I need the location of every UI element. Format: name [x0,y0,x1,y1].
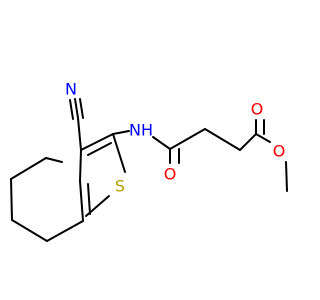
bond-amide-c-ch2a [169,128,206,150]
bond-cn-triple-2 [69,99,74,120]
molecule-structure: N NH S O O O [10,80,288,242]
amide-nh-label: NH [129,121,153,140]
bond-c2-s1 [112,133,126,173]
bond-c6-c7 [11,219,48,242]
bond-nh-c-amide [152,136,171,150]
bond-c3a-c7a [79,180,84,222]
bond-c2-nh [112,130,130,135]
bond-c3-cn [77,117,82,151]
bond-oether-methyl [285,161,288,192]
amide-oxygen-label: O [164,165,177,184]
bond-ch2a-ch2b [204,128,241,151]
ester-carbonyl-oxygen-label: O [251,100,264,119]
bond-c3a-c7a-inner [87,183,91,215]
bond-s1-c7a [85,195,110,217]
bond-ester-c-oether [255,133,271,143]
nitrile-nitrogen-label: N [65,80,77,99]
bond-ch2b-ester-c [239,133,257,151]
bond-c4-c5 [10,157,47,180]
bond-c5-c6 [10,178,13,221]
bond-c3a-c3 [79,149,82,182]
bond-c3-c2 [80,133,114,151]
bond-cn-triple-3 [79,98,84,119]
bond-c7-c7a [46,220,84,242]
thiophene-sulfur-label: S [115,177,125,196]
bond-cn-triple-1 [74,98,79,119]
ester-ether-oxygen-label: O [273,142,286,161]
bond-c3-c2-inner [87,142,112,156]
bond-c3a-c4 [45,157,63,163]
